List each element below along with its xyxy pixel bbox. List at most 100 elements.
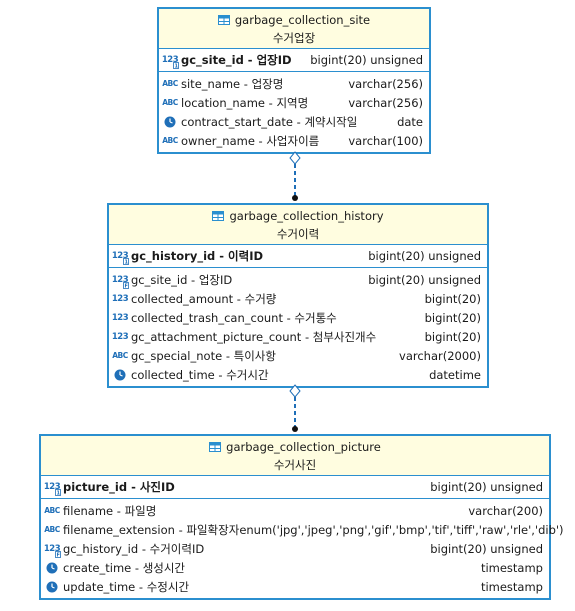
- column-name: gc_site_id - 업장ID: [131, 272, 233, 287]
- entity-label: 수거사진: [273, 458, 317, 472]
- column-type: bigint(20): [424, 310, 481, 325]
- entity-header: garbage_collection_picture 수거사진: [41, 436, 549, 475]
- text-column-icon: ABC: [162, 98, 178, 107]
- column-row[interactable]: contract_start_date - 계약시작일 date: [159, 112, 429, 131]
- column-type: varchar(256): [348, 95, 423, 110]
- column-name: owner_name - 사업자이름: [181, 133, 320, 148]
- pk-column-name: gc_site_id - 업장ID: [181, 53, 292, 67]
- column-type: varchar(256): [348, 76, 423, 91]
- entity-header: garbage_collection_history 수거이력: [109, 205, 487, 244]
- column-name: update_time - 수정시간: [63, 579, 190, 594]
- column-type: timestamp: [480, 579, 543, 594]
- text-column-icon: ABC: [162, 79, 178, 88]
- dot-end-icon: [292, 426, 298, 432]
- column-name: gc_special_note - 특이사항: [131, 348, 276, 363]
- column-row[interactable]: create_time - 생성시간 timestamp: [41, 558, 549, 577]
- column-type: varchar(100): [348, 133, 423, 148]
- column-type: bigint(20): [424, 329, 481, 344]
- entity-label: 수거업장: [272, 31, 316, 45]
- diamond-end-icon: [289, 151, 301, 165]
- clock-icon: [112, 368, 128, 382]
- column-type: date: [397, 114, 423, 129]
- column-row[interactable]: update_time - 수정시간 timestamp: [41, 577, 549, 596]
- dot-end-icon: [292, 195, 298, 201]
- column-type: bigint(20): [424, 291, 481, 306]
- svg-text:1: 1: [175, 64, 179, 70]
- entity-name: garbage_collection_site: [234, 13, 371, 27]
- column-type: timestamp: [480, 560, 543, 575]
- numeric-column-icon: 123: [111, 312, 129, 323]
- text-column-icon: ABC: [44, 506, 60, 515]
- svg-text:1: 1: [125, 260, 129, 266]
- column-name: location_name - 지역명: [181, 95, 309, 110]
- column-row[interactable]: collected_time - 수거시간 datetime: [109, 365, 487, 384]
- pk-column-type: bigint(20) unsigned: [368, 249, 481, 263]
- svg-text:F: F: [125, 283, 128, 289]
- pk-column-type: bigint(20) unsigned: [430, 480, 543, 494]
- column-name: collected_time - 수거시간: [131, 367, 269, 382]
- clock-icon: [162, 115, 178, 129]
- svg-text:1: 1: [57, 491, 61, 497]
- column-name: gc_attachment_picture_count - 첨부사진개수: [131, 329, 377, 344]
- text-column-icon: ABC: [44, 525, 60, 534]
- table-icon: [212, 211, 225, 221]
- column-name: collected_trash_can_count - 수거통수: [131, 310, 337, 325]
- column-type: datetime: [429, 367, 481, 382]
- numeric-column-icon: 123: [111, 331, 129, 342]
- column-type: bigint(20) unsigned: [368, 272, 481, 287]
- column-name: create_time - 생성시간: [63, 560, 186, 575]
- table-icon: [209, 442, 222, 452]
- pk-column-name: gc_history_id - 이력ID: [131, 249, 264, 263]
- column-type: varchar(200): [468, 503, 543, 518]
- column-name: collected_amount - 수거량: [131, 291, 277, 306]
- pk-column-type: bigint(20) unsigned: [310, 53, 423, 67]
- column-type: varchar(2000): [399, 348, 481, 363]
- entity-name: garbage_collection_picture: [226, 440, 381, 454]
- relationship-site-history[interactable]: [285, 150, 305, 204]
- column-name: gc_history_id - 수거이력ID: [63, 541, 205, 556]
- entity-name: garbage_collection_history: [229, 209, 384, 223]
- column-name: filename - 파일명: [63, 503, 157, 518]
- entity-header: garbage_collection_site 수거업장: [159, 9, 429, 48]
- column-name: site_name - 업장명: [181, 76, 284, 91]
- column-type: enum('jpg','jpeg','png','gif','bmp','tif…: [239, 522, 564, 537]
- column-name: filename_extension - 파일확장자: [63, 522, 240, 537]
- numeric-column-icon: 123: [111, 293, 129, 304]
- entity-label: 수거이력: [276, 227, 320, 241]
- svg-text:F: F: [57, 552, 60, 558]
- text-column-icon: ABC: [112, 351, 128, 360]
- clock-icon: [44, 561, 60, 575]
- table-icon: [217, 15, 230, 25]
- clock-icon: [44, 580, 60, 594]
- column-type: bigint(20) unsigned: [430, 541, 543, 556]
- column-name: contract_start_date - 계약시작일: [181, 114, 358, 129]
- diamond-end-icon: [289, 384, 301, 398]
- text-column-icon: ABC: [162, 136, 178, 145]
- relationship-history-picture[interactable]: [285, 383, 305, 435]
